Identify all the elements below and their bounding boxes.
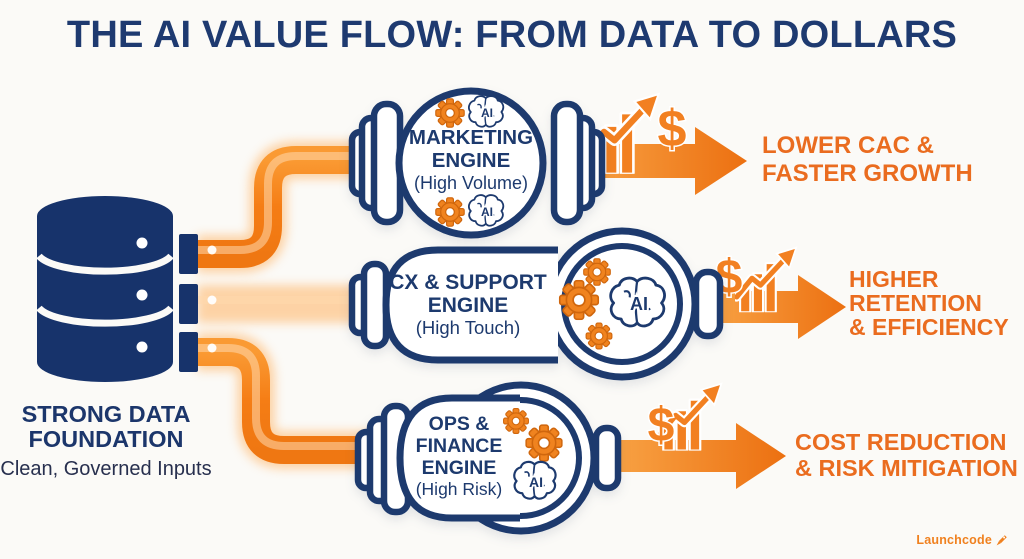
outcome-line: & EFFICIENCY [849, 314, 1009, 340]
engine-marketing-label: MARKETING ENGINE (High Volume) [381, 126, 561, 194]
rocket-icon [996, 534, 1007, 545]
gear-icon [585, 322, 613, 350]
data-pipes [197, 141, 374, 469]
ai-chip-label: AI [481, 205, 493, 219]
engine-qualifier: (High Touch) [415, 317, 521, 338]
pipe-connector [179, 284, 198, 324]
dollar-icon: $ [658, 100, 687, 158]
foundation-title-line: FOUNDATION [28, 425, 184, 452]
ai-chip-label: AI [481, 106, 493, 120]
dollar-icon: $ [648, 399, 675, 452]
engine-name-line: ENGINE [421, 457, 497, 479]
foundation-subtitle: Clean, Governed Inputs [0, 458, 212, 480]
foundation-title-line: STRONG DATA [21, 401, 191, 427]
gear-icon [583, 258, 611, 286]
ai-chip-label: AI [630, 294, 648, 314]
outcome-line: FASTER GROWTH [762, 160, 973, 187]
database-icon [36, 196, 198, 382]
engine-cx-support: AI [348, 227, 724, 381]
gear-icon [435, 98, 465, 128]
pipe-connector [179, 332, 198, 372]
arrow-ops-outcome: $ [600, 384, 786, 489]
page-title: THE AI VALUE FLOW: FROM DATA TO DOLLARS [66, 14, 958, 56]
engine-name-line: MARKETING [408, 126, 534, 149]
engine-name-line: ENGINE [431, 148, 511, 172]
pipe-ops-finance [197, 338, 374, 464]
outcome-line: COST REDUCTION [795, 429, 1007, 455]
data-foundation-label: STRONG DATA FOUNDATION Clean, Governed I… [0, 402, 221, 481]
pipe-cx-support [197, 290, 364, 318]
engine-name-line: ENGINE [427, 294, 509, 317]
engine-ops-finance-label: OPS & FINANCE ENGINE (High Risk) [379, 413, 539, 500]
outcome-line: & RISK MITIGATION [795, 455, 1018, 481]
ai-chip-label: AI [529, 474, 543, 490]
pipe-marketing [197, 146, 372, 268]
engine-name-line: CX & SUPPORT [389, 271, 547, 294]
brand-logo-text: Launchcode [916, 533, 992, 547]
outcome-ops-finance: COST REDUCTION & RISK MITIGATION [795, 429, 1018, 481]
engine-qualifier: (High Volume) [413, 173, 529, 193]
engine-name-line: OPS & [428, 413, 490, 435]
arrow-marketing-outcome: $ [566, 94, 747, 195]
outcome-marketing: LOWER CAC & FASTER GROWTH [762, 132, 973, 188]
engine-marketing: AI AI [348, 87, 606, 239]
engine-ops-finance: AI [354, 381, 622, 535]
engine-qualifier: (High Risk) [415, 479, 503, 499]
outcome-line: HIGHER [849, 266, 939, 292]
pipe-connector [179, 234, 198, 274]
outcome-line: RETENTION [849, 290, 982, 316]
outcome-line: LOWER CAC & [762, 132, 934, 159]
gear-icon [435, 197, 465, 227]
engine-cx-support-label: CX & SUPPORT ENGINE (High Touch) [368, 271, 568, 339]
outcome-cx-support: HIGHER RETENTION & EFFICIENCY [849, 267, 1009, 339]
brand-logo: Launchcode [916, 533, 1008, 547]
engine-name-line: FINANCE [415, 435, 503, 457]
